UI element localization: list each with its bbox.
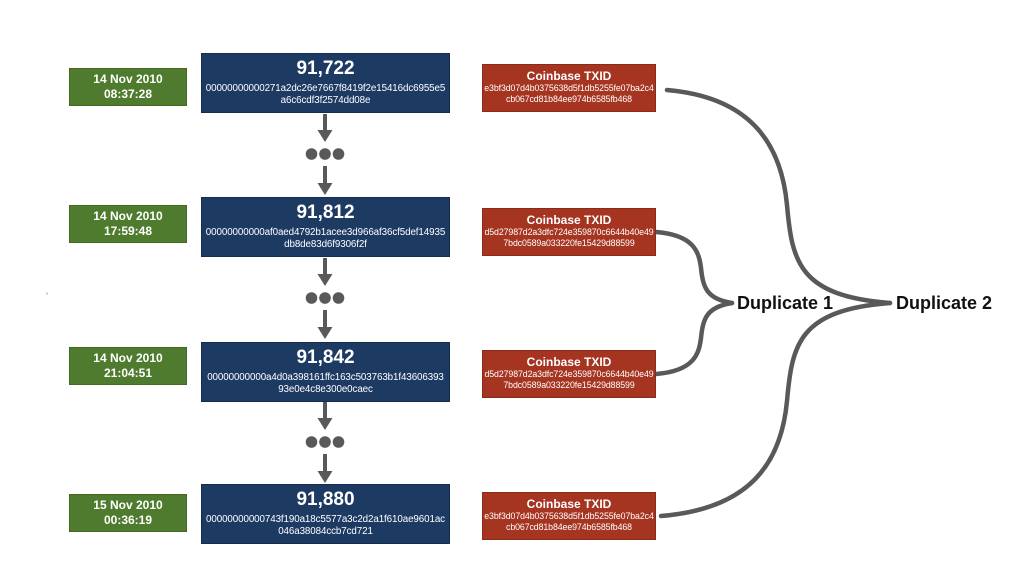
timestamp-date: 14 Nov 2010 [93, 209, 163, 223]
coinbase-title: Coinbase TXID [526, 213, 612, 227]
block-hash-line1: 00000000000271a2dc26e7667f8419f2e15416dc… [205, 83, 446, 94]
block-box: 91,722 00000000000271a2dc26e7667f8419f2e… [201, 53, 450, 113]
timestamp-box: 15 Nov 2010 00:36:19 [69, 494, 187, 532]
duplicate2-brace-upper-curve [664, 87, 893, 306]
coinbase-box: Coinbase TXID e3bf3d07d4b0375638d5f1db52… [482, 492, 656, 540]
coinbase-box: Coinbase TXID e3bf3d07d4b0375638d5f1db52… [482, 64, 656, 112]
block-height: 91,722 [296, 58, 355, 79]
block-hash-line2: 046a38084ccb7cd721 [278, 526, 373, 537]
chain-connector [305, 258, 345, 339]
coinbase-txid-line1: e3bf3d07d4b0375638d5f1db5255fe07ba2c4 [484, 511, 654, 521]
coinbase-txid-line1: d5d27987d2a3dfc724e359870c6644b40e49 [484, 227, 654, 237]
ellipsis-icon [305, 148, 345, 160]
coinbase-txid-line2: 7bdc0589a033220fe15429d88599 [503, 379, 635, 390]
arrow-down-icon [317, 454, 333, 483]
block-hash-line1: 00000000000a4d0a398161ffc163c503763b1f43… [207, 372, 444, 383]
ellipsis-icon [305, 292, 345, 304]
timestamp-box: 14 Nov 2010 17:59:48 [69, 205, 187, 243]
timestamp-date: 14 Nov 2010 [93, 72, 163, 86]
duplicate-2-label: Duplicate 2 [896, 293, 993, 313]
coinbase-title: Coinbase TXID [526, 355, 612, 369]
stray-mark: ' [46, 291, 49, 303]
block-height: 91,842 [296, 347, 355, 368]
arrow-down-icon [317, 402, 333, 430]
timestamp-time: 08:37:28 [103, 87, 153, 101]
block-hash-line1: 00000000000743f190a18c5577a3c2d2a1f610ae… [206, 514, 445, 525]
coinbase-txid-line2: cb067cd81b84ee974b6585fb468 [506, 521, 632, 532]
timestamp-box: 14 Nov 2010 08:37:28 [69, 68, 187, 106]
timestamp-date: 14 Nov 2010 [93, 351, 163, 365]
block-hash-line2: a6c6cdf3f2574dd08e [280, 95, 371, 106]
timestamp-time: 21:04:51 [103, 366, 153, 380]
arrow-down-icon [317, 310, 333, 339]
block-hash-line1: 00000000000af0aed4792b1acee3d966af36cf5d… [205, 227, 446, 238]
ellipsis-icon [305, 436, 345, 448]
block-height: 91,812 [296, 202, 355, 223]
timestamp-date: 15 Nov 2010 [93, 498, 163, 512]
chain-connector [305, 114, 345, 195]
block-height: 91,880 [296, 489, 355, 510]
coinbase-box: Coinbase TXID d5d27987d2a3dfc724e359870c… [482, 208, 656, 256]
duplicate2-brace-lower-curve [658, 300, 893, 519]
coinbase-txid-line1: d5d27987d2a3dfc724e359870c6644b40e49 [484, 369, 654, 379]
timestamp-box: 14 Nov 2010 21:04:51 [69, 347, 187, 385]
coinbase-txid-line1: e3bf3d07d4b0375638d5f1db5255fe07ba2c4 [484, 83, 654, 93]
duplicate1-brace-upper-curve [653, 229, 735, 306]
coinbase-title: Coinbase TXID [526, 497, 612, 511]
coinbase-box: Coinbase TXID d5d27987d2a3dfc724e359870c… [482, 350, 656, 398]
arrow-down-icon [317, 258, 333, 286]
block-box: 91,842 00000000000a4d0a398161ffc163c5037… [201, 342, 450, 402]
coinbase-txid-line2: 7bdc0589a033220fe15429d88599 [503, 237, 635, 248]
coinbase-txid-line2: cb067cd81b84ee974b6585fb468 [506, 93, 632, 104]
block-hash-line2: db8de83d6f9306f2f [284, 239, 367, 250]
timestamp-time: 17:59:48 [103, 224, 153, 238]
chain-connector [305, 402, 345, 483]
duplicate1-brace-lower-curve [653, 300, 735, 377]
block-box: 91,812 00000000000af0aed4792b1acee3d966a… [201, 197, 450, 257]
duplicate-1-label: Duplicate 1 [737, 293, 834, 313]
block-hash-line2: 93e0e4c8e300e0caec [278, 384, 373, 395]
coinbase-title: Coinbase TXID [526, 69, 612, 83]
timestamp-time: 00:36:19 [103, 513, 153, 527]
arrow-down-icon [317, 114, 333, 142]
block-box: 91,880 00000000000743f190a18c5577a3c2d2a… [201, 484, 450, 544]
arrow-down-icon [317, 166, 333, 195]
